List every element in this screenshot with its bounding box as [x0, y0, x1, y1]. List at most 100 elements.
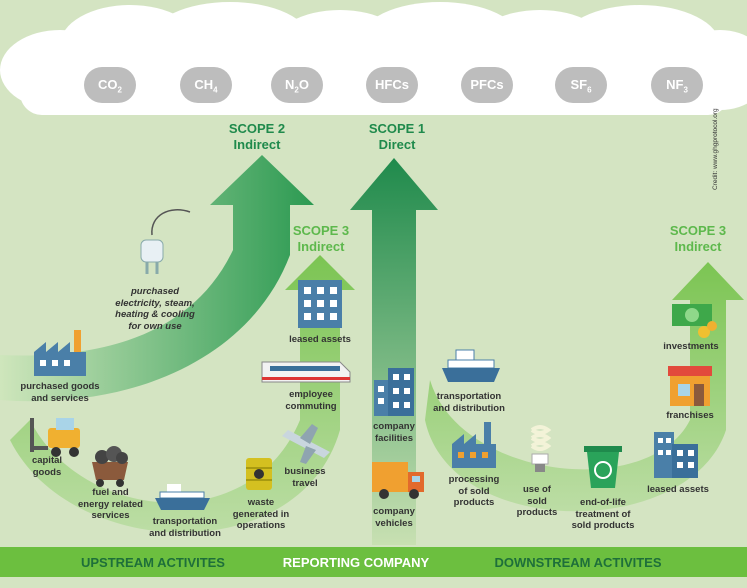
gas-hfcs-label: HFCs: [375, 77, 409, 92]
bottom-bar: [0, 547, 747, 577]
gas-nf3-label: NF: [666, 77, 684, 92]
credit-label: Credit: www.ghgprotocol.org: [712, 108, 719, 190]
train-icon: [261, 361, 351, 383]
label-upstream-leased-assets: leased assets: [280, 334, 360, 346]
use-sold-line-1: use of: [523, 484, 551, 495]
scope3-downstream-label: SCOPE 3 Indirect: [655, 223, 741, 255]
scope3-downstream-subtitle: Indirect: [674, 239, 722, 254]
bar-label-downstream: DOWNSTREAM ACTIVITES: [478, 555, 678, 570]
franchises-line-1: franchises: [666, 410, 714, 421]
label-company-vehicles: company vehicles: [364, 506, 424, 529]
cfl-bulb-icon: [530, 425, 552, 472]
credit-text: Credit: www.ghgprotocol.org: [712, 90, 726, 200]
gas-n2o-label: N: [285, 77, 295, 92]
purchased-goods-line-1: purchased goods: [20, 381, 100, 392]
label-franchises: franchises: [658, 410, 722, 422]
waste-line-2: generated in: [232, 508, 290, 520]
gas-co2-label: CO: [98, 77, 118, 92]
waste-line-3: operations: [236, 520, 286, 531]
processing-line-3: products: [453, 497, 495, 508]
gas-sf6-label: SF: [570, 77, 588, 92]
processing-factory-icon: [452, 422, 496, 468]
recycle-bin-icon: [584, 446, 622, 488]
employee-commuting-line-2: commuting: [285, 400, 337, 412]
bar-label-reporting: REPORTING COMPANY: [272, 555, 440, 570]
end-of-life-line-1: end-of-life: [580, 497, 626, 508]
processing-line-2: of sold: [458, 485, 490, 497]
downstream-transport-line-1: transportation: [436, 391, 502, 402]
gas-nf3: NF3: [651, 67, 703, 103]
scope3-upstream-title: SCOPE 3: [292, 223, 350, 238]
label-company-facilities: company facilities: [364, 421, 424, 444]
scope3-upstream-subtitle: Indirect: [297, 239, 345, 254]
label-waste: waste generated in operations: [226, 497, 296, 532]
scope1-label: SCOPE 1 Direct: [352, 121, 442, 153]
label-downstream-transport: transportation and distribution: [424, 391, 514, 414]
purchased-electricity-line-4: for own use: [128, 320, 182, 332]
gas-ch4: CH4: [180, 67, 232, 103]
use-sold-line-2: sold: [527, 495, 547, 507]
waste-barrel-icon: [246, 458, 272, 490]
label-upstream-transport: transportation and distribution: [140, 516, 230, 539]
label-use-sold-products: use of sold products: [512, 484, 562, 519]
gas-n2o: N2O: [271, 67, 323, 103]
end-of-life-line-3: sold products: [571, 520, 635, 531]
gas-nf3-sub: 3: [683, 85, 688, 95]
bar-label-reporting-text: REPORTING COMPANY: [282, 555, 430, 570]
scope2-label: SCOPE 2 Indirect: [212, 121, 302, 153]
scope1-title: SCOPE 1: [368, 121, 426, 136]
capital-goods-line-1: capital: [31, 455, 63, 466]
label-business-travel: business travel: [280, 466, 330, 489]
coal-cart-icon: [92, 446, 128, 487]
label-employee-commuting: employee commuting: [276, 389, 346, 412]
truck-icon: [372, 462, 424, 499]
storefront-icon: [668, 366, 712, 406]
upstream-leased-assets-line-1: leased assets: [289, 334, 351, 345]
label-fuel-energy: fuel and energy related services: [68, 487, 153, 522]
upstream-transport-line-1: transportation: [152, 516, 218, 527]
plug-icon: [140, 209, 191, 274]
label-end-of-life: end-of-life treatment of sold products: [566, 497, 640, 532]
gas-co2-sub: 2: [117, 85, 122, 95]
processing-line-1: processing: [448, 474, 500, 485]
scope3-upstream-label: SCOPE 3 Indirect: [276, 223, 366, 255]
purchased-electricity-line-3: heating & cooling: [115, 309, 195, 320]
forklift-icon: [30, 418, 80, 457]
fuel-energy-line-3: services: [91, 510, 130, 521]
gas-sf6: SF6: [555, 67, 607, 103]
label-downstream-leased-assets: leased assets: [638, 484, 718, 496]
investments-line-1: investments: [663, 341, 719, 352]
scope1-arrow: [350, 158, 438, 545]
money-icon: [672, 304, 717, 338]
purchased-electricity-line-1: purchased: [130, 286, 180, 297]
gas-co2: CO2: [84, 67, 136, 103]
factory-icon: [34, 330, 86, 376]
bar-label-upstream-text: UPSTREAM ACTIVITES: [81, 555, 225, 570]
scope1-subtitle: Direct: [378, 137, 416, 152]
downstream-leased-assets-line-1: leased assets: [647, 484, 709, 495]
scope2-subtitle: Indirect: [233, 137, 281, 152]
label-purchased-electricity: purchased electricity, steam, heating & …: [100, 286, 210, 332]
company-facilities-line-2: facilities: [374, 432, 414, 444]
use-sold-line-3: products: [516, 507, 558, 518]
business-travel-line-2: travel: [292, 477, 318, 489]
waste-line-1: waste: [247, 497, 275, 508]
bar-label-downstream-text: DOWNSTREAM ACTIVITES: [494, 555, 662, 570]
company-facilities-icon: [374, 368, 414, 416]
company-facilities-line-1: company: [373, 421, 415, 432]
gas-pfcs-label: PFCs: [470, 77, 504, 92]
downstream-transport-line-2: and distribution: [433, 402, 505, 414]
bar-label-upstream: UPSTREAM ACTIVITES: [58, 555, 248, 570]
fuel-energy-line-1: fuel and: [92, 487, 129, 498]
purchased-goods-line-2: and services: [31, 392, 89, 404]
building-icon-upstream: [298, 280, 342, 328]
ship-icon-upstream: [155, 484, 210, 510]
label-investments: investments: [656, 341, 726, 353]
ship-icon-downstream: [442, 349, 500, 382]
upstream-transport-line-2: and distribution: [149, 527, 221, 539]
airplane-icon: [282, 424, 330, 464]
gas-hfcs: HFCs: [366, 67, 418, 103]
capital-goods-line-2: goods: [32, 466, 62, 478]
scope2-title: SCOPE 2: [228, 121, 286, 136]
employee-commuting-line-1: employee: [289, 389, 333, 400]
